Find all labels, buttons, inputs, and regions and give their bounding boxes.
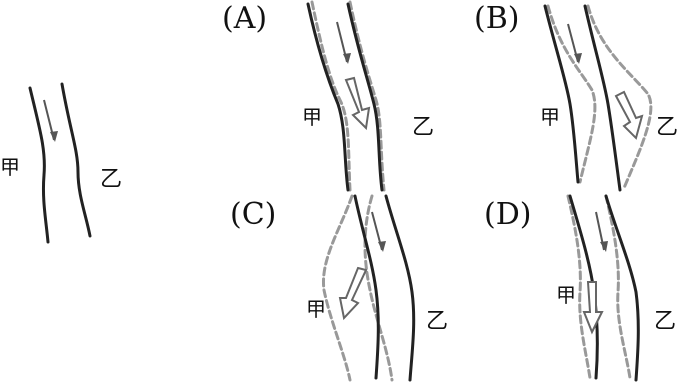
option-b-label: (B) [474, 1, 519, 36]
option-d-erosion-arrow [582, 281, 604, 335]
option-a-old-left [310, 0, 352, 192]
option-b-old-right [586, 4, 653, 190]
option-d: (D) 甲 乙 [484, 194, 676, 382]
flow-arrow-head [50, 131, 58, 142]
option-d-old-left [566, 194, 592, 380]
option-d-old-right [604, 194, 632, 380]
option-d-flow-arrow-head [600, 241, 608, 252]
option-c-right-label: 乙 [426, 309, 448, 334]
option-c-flow-arrow-head [378, 241, 386, 252]
option-d-right-label: 乙 [654, 309, 676, 334]
option-a-label: (A) [222, 1, 267, 36]
original-left-label: 甲 [0, 155, 20, 179]
option-b-left-bank [543, 4, 580, 184]
option-c-old-left [321, 194, 354, 382]
option-b-erosion-arrow [614, 90, 644, 140]
original-left-bank [28, 86, 50, 244]
option-a-right-label: 乙 [412, 115, 434, 140]
option-a: (A) 甲 乙 [222, 0, 434, 192]
option-d-right-bank [604, 194, 640, 382]
option-c-left-label: 甲 [306, 297, 326, 321]
option-b-right-bank [583, 4, 622, 192]
original-river: 甲 乙 [0, 82, 122, 244]
option-c-label: (C) [230, 197, 276, 232]
option-c-old-right [363, 194, 394, 382]
original-right-bank [60, 82, 92, 238]
option-b: (B) 甲 乙 [474, 1, 678, 192]
original-right-label: 乙 [100, 167, 122, 192]
option-b-old-left [546, 4, 597, 184]
option-b-left-label: 甲 [540, 105, 560, 129]
option-a-left-bank [306, 2, 350, 192]
option-b-right-label: 乙 [656, 115, 678, 140]
option-a-right-bank [346, 2, 384, 192]
option-d-label: (D) [484, 197, 531, 232]
option-b-flow-arrow-head [574, 53, 582, 64]
option-a-erosion-arrow [344, 76, 371, 131]
option-c-erosion-arrow [338, 266, 368, 321]
option-a-left-label: 甲 [302, 105, 322, 129]
option-a-old-right [348, 0, 386, 192]
option-c: (C) 甲 乙 [230, 194, 448, 382]
option-d-left-label: 甲 [556, 283, 576, 307]
option-a-flow-arrow-head [343, 53, 351, 64]
option-c-right-bank [384, 194, 416, 382]
option-c-left-bank [353, 194, 380, 380]
